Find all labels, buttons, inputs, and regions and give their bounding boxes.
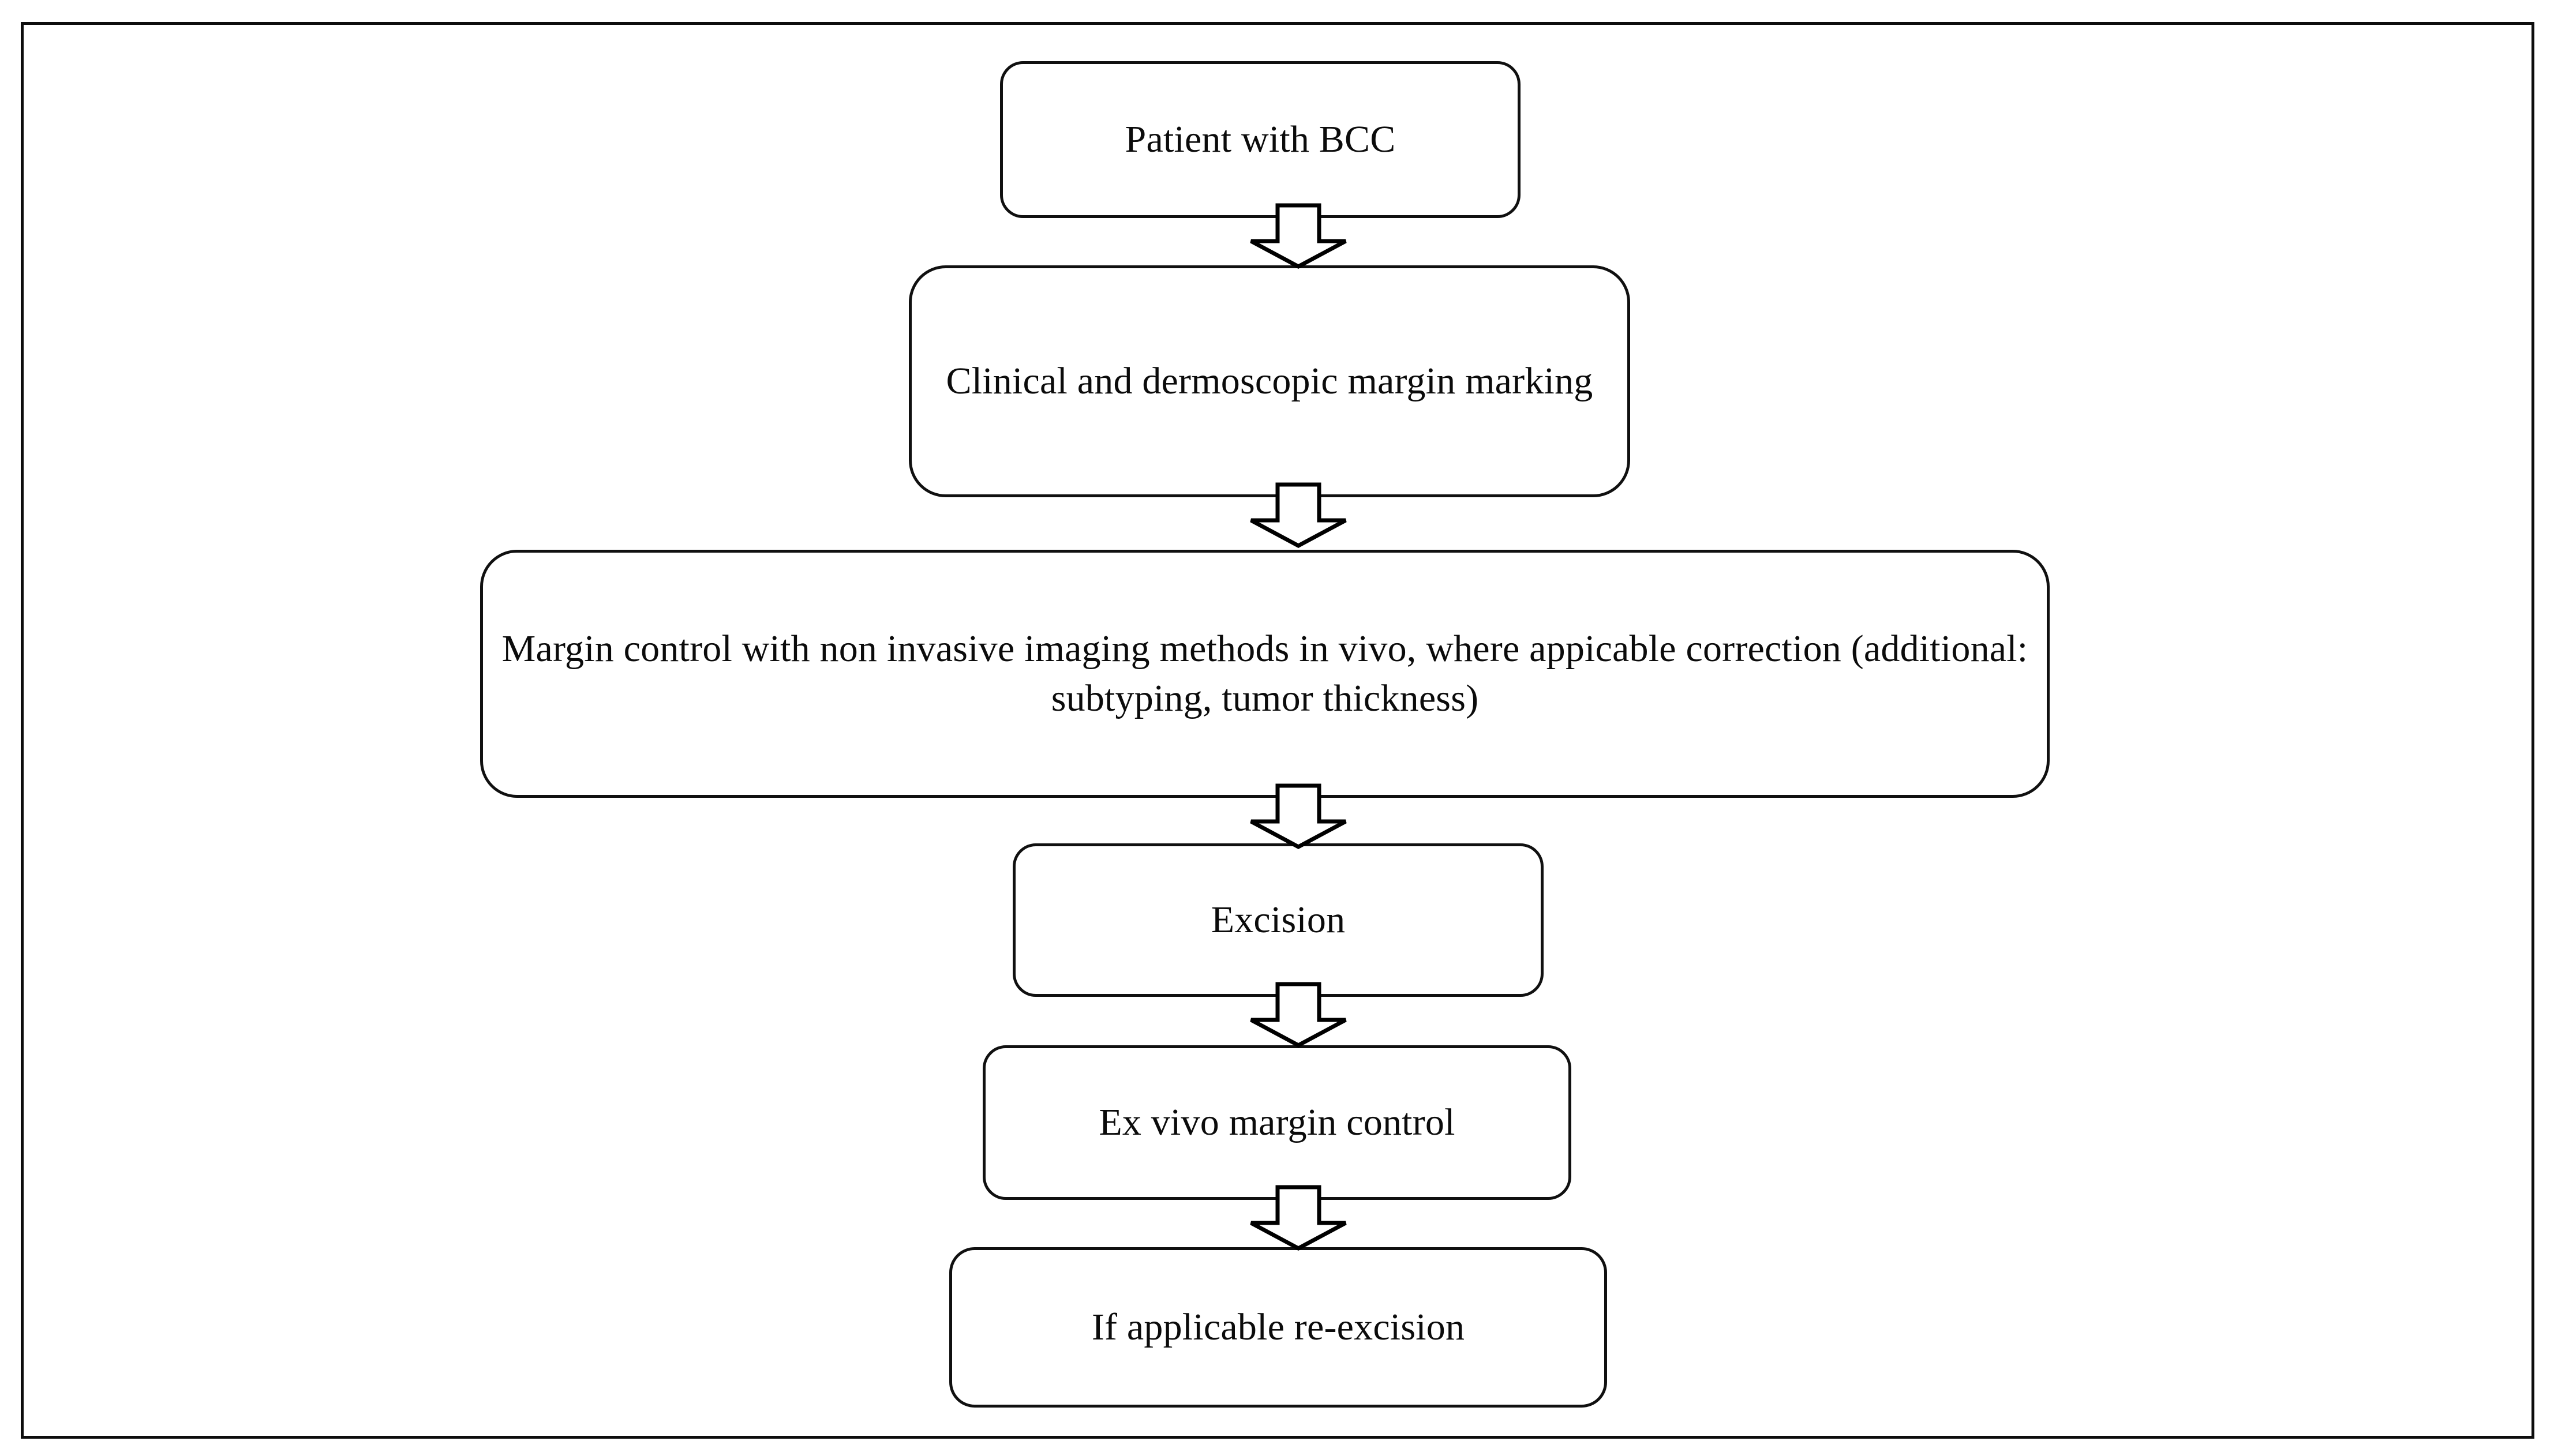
flow-connector-margin-control-to-excision: [1250, 783, 1347, 849]
flow-node-ex-vivo-margin-control[interactable]: Ex vivo margin control: [983, 1045, 1571, 1200]
arrow-down-icon: [1250, 783, 1347, 849]
arrow-down-icon: [1250, 482, 1347, 548]
flow-connector-patient-to-marking: [1250, 203, 1347, 269]
flow-connector-excision-to-exvivo: [1250, 982, 1347, 1048]
arrow-down-icon: [1250, 203, 1347, 269]
flow-node-patient-label: Patient with BCC: [1125, 118, 1396, 161]
arrow-down-icon: [1250, 982, 1347, 1048]
flow-node-re-excision-label: If applicable re-excision: [1091, 1306, 1465, 1349]
flow-connector-exvivo-to-reexcision: [1250, 1185, 1347, 1251]
arrow-down-icon: [1250, 1185, 1347, 1251]
flow-node-ex-vivo-margin-control-label: Ex vivo margin control: [1099, 1101, 1455, 1144]
flow-node-margin-marking-label: Clinical and dermoscopic margin marking: [946, 360, 1593, 403]
flow-node-margin-marking[interactable]: Clinical and dermoscopic margin marking: [909, 265, 1630, 497]
flow-node-excision[interactable]: Excision: [1013, 843, 1544, 997]
flow-node-patient[interactable]: Patient with BCC: [1000, 61, 1521, 218]
flow-node-excision-label: Excision: [1211, 899, 1346, 941]
flow-connector-marking-to-margin-control: [1250, 482, 1347, 548]
flow-node-margin-control[interactable]: Margin control with non invasive imaging…: [480, 550, 2050, 798]
flow-node-margin-control-label: Margin control with non invasive imaging…: [501, 628, 2028, 719]
flow-node-re-excision[interactable]: If applicable re-excision: [949, 1247, 1607, 1408]
